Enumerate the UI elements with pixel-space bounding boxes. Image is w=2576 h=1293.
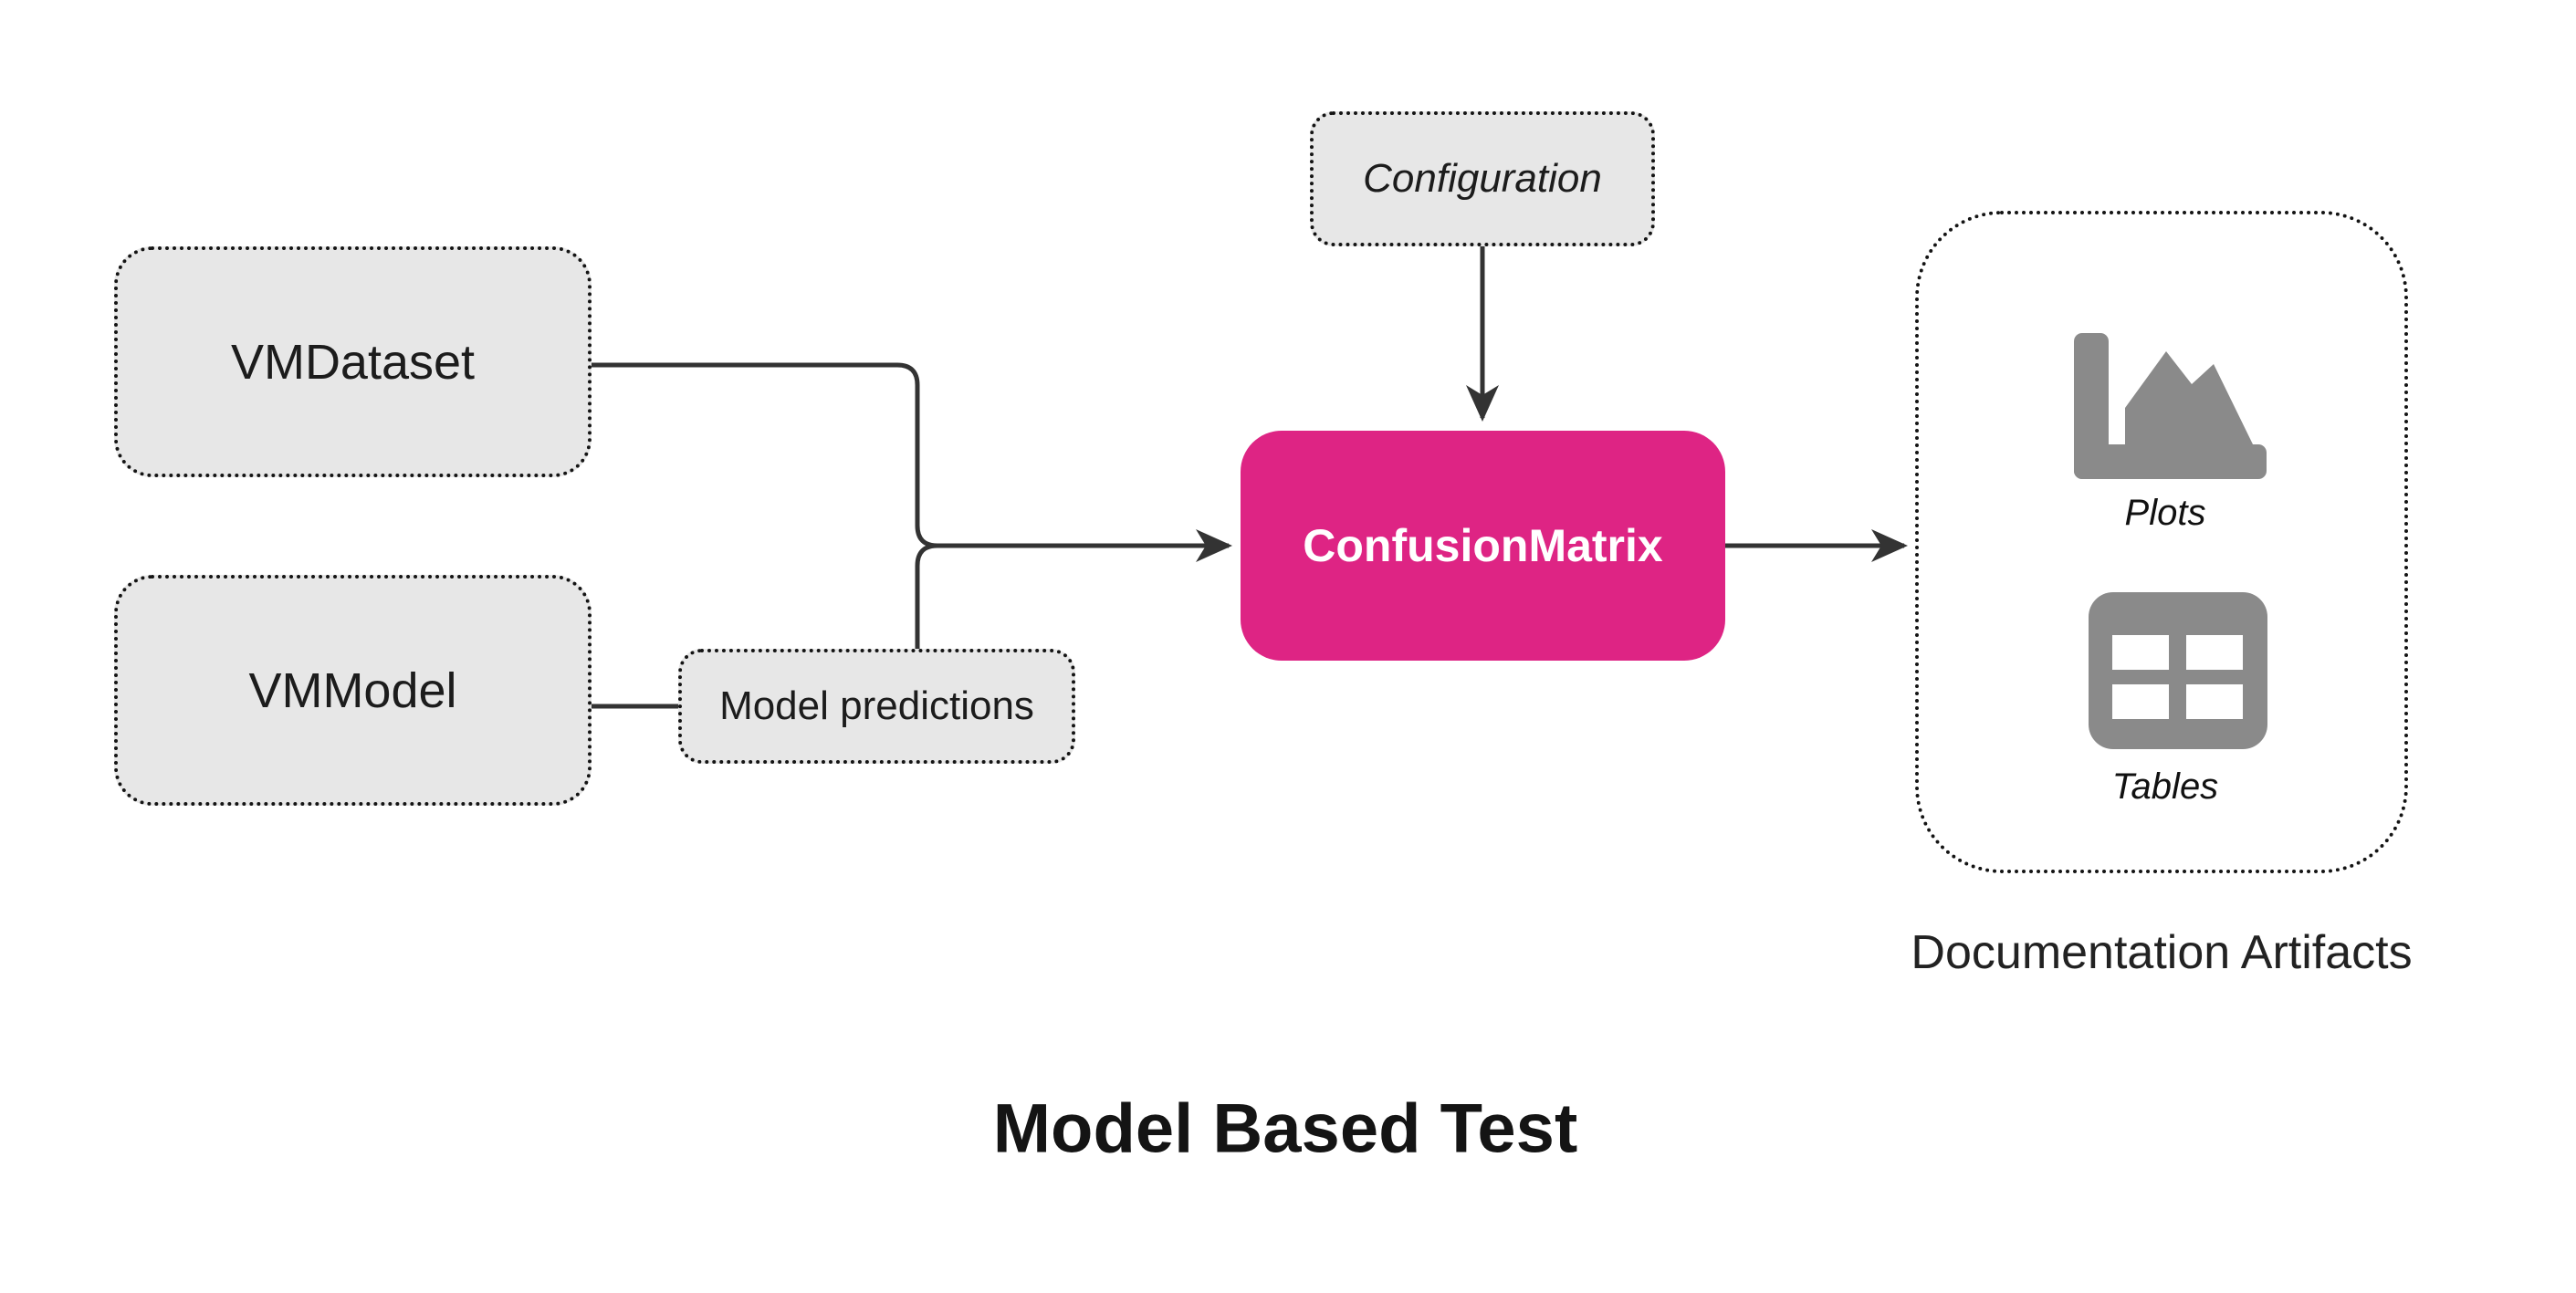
table-icon [2089,592,2267,749]
edge-modelpredictions-to-junction [915,543,938,649]
node-configuration-label: Configuration [1363,156,1602,201]
node-vmdataset: VMDataset [114,246,592,477]
edge-vmdataset-to-confusionmatrix [592,362,1232,562]
node-configuration: Configuration [1310,111,1655,246]
diagram-title: Model Based Test [992,1090,1578,1168]
tables-label: Tables [2111,766,2219,807]
node-confusionmatrix-label: ConfusionMatrix [1303,520,1663,571]
documentation-artifacts-container: Plots Tables [1915,211,2408,873]
node-vmdataset-label: VMDataset [230,334,476,390]
node-vmmodel-label: VMModel [248,662,457,718]
documentation-artifacts-caption: Documentation Artifacts [1911,926,2413,979]
plots-label: Plots [2124,493,2206,533]
node-model-predictions-label: Model predictions [719,683,1034,728]
node-model-predictions: Model predictions [678,649,1075,764]
node-vmmodel: VMModel [114,575,592,806]
node-confusionmatrix: ConfusionMatrix [1241,431,1725,661]
area-chart-icon [2074,333,2267,479]
